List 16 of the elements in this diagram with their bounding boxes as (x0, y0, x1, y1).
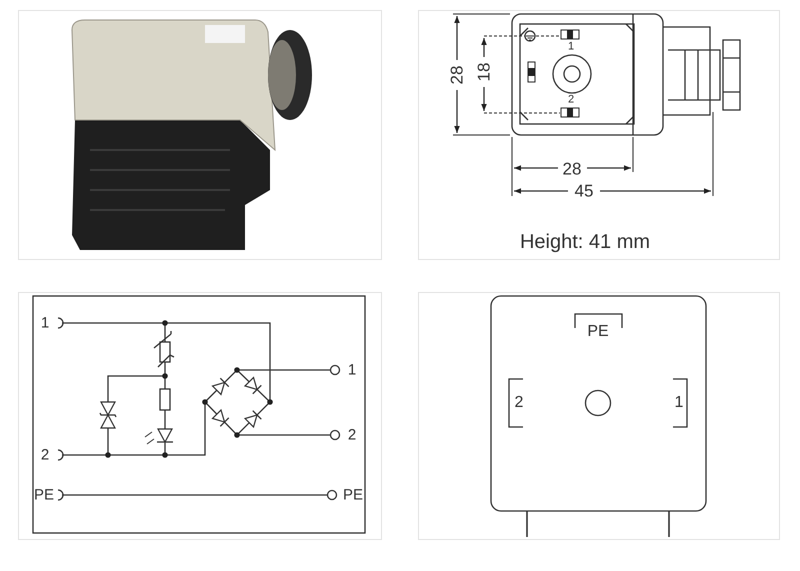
dimension-label: 28 (448, 66, 466, 84)
pin-label: 2 (514, 395, 524, 411)
pin-number: 1 (568, 42, 574, 52)
terminal-label: PE (343, 488, 363, 502)
dimension-label: 18 (476, 62, 492, 82)
pin-label: 1 (674, 395, 684, 411)
terminal-label: 1 (348, 362, 356, 378)
pin-label: PE (587, 324, 609, 340)
dimension-label: 28 (562, 160, 582, 178)
height-note: Height: 41 mm (520, 232, 650, 252)
terminal-label: 1 (40, 316, 50, 330)
pin-number: 2 (568, 94, 574, 106)
terminal-label: 2 (40, 448, 50, 462)
dimension-label: 45 (574, 182, 594, 200)
terminal-label: PE (34, 488, 54, 502)
terminal-label: 2 (348, 428, 356, 442)
